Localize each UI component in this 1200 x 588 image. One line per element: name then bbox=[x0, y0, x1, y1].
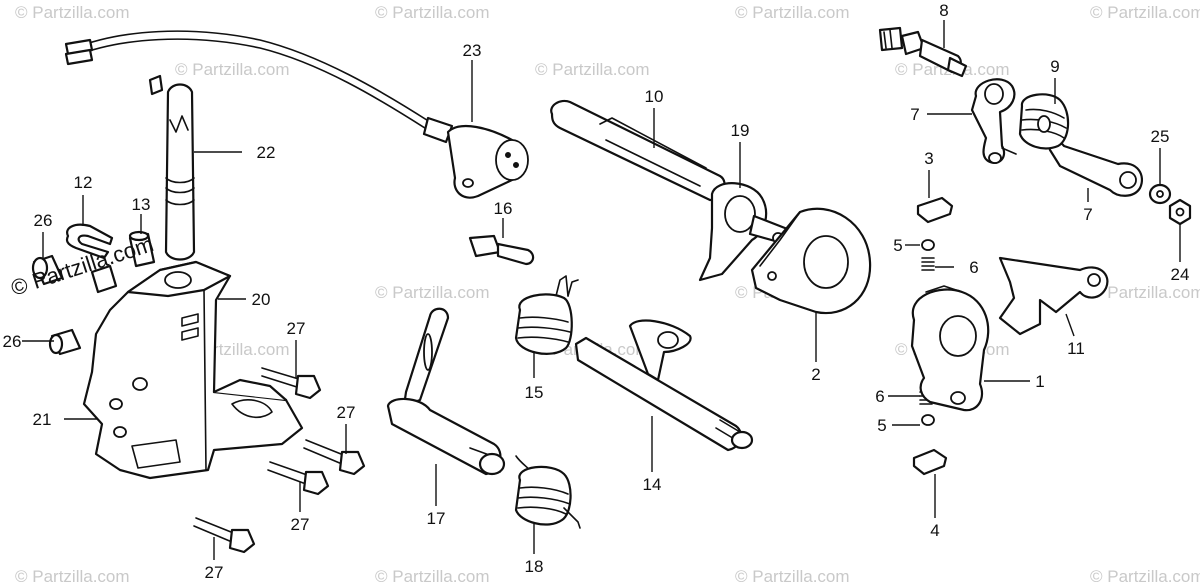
watermark: © Partzilla.com bbox=[735, 3, 850, 22]
callout-9: 9 bbox=[1050, 57, 1059, 76]
callout-18: 18 bbox=[525, 557, 544, 576]
callout-7-lower: 7 bbox=[1083, 205, 1092, 224]
part-16-pin bbox=[468, 234, 535, 266]
callout-27-d: 27 bbox=[205, 563, 224, 582]
callout-5-lower: 5 bbox=[877, 416, 886, 435]
callout-19: 19 bbox=[731, 121, 750, 140]
watermark: © Partzilla.com bbox=[535, 60, 650, 79]
part-1-stopper-plate bbox=[910, 285, 990, 412]
callout-23: 23 bbox=[463, 41, 482, 60]
callout-17: 17 bbox=[427, 509, 446, 528]
callout-3: 3 bbox=[924, 149, 933, 168]
callout-22: 22 bbox=[257, 143, 276, 162]
callout-5-upper: 5 bbox=[893, 236, 902, 255]
callout-10: 10 bbox=[645, 87, 664, 106]
callout-6-upper: 6 bbox=[969, 258, 978, 277]
watermark: © Partzilla.com bbox=[735, 567, 850, 586]
part-5-pin-upper bbox=[921, 239, 935, 251]
watermark: © Partzilla.com bbox=[375, 567, 490, 586]
part-27-bolt-d bbox=[193, 517, 256, 554]
part-6-spring-upper bbox=[921, 257, 935, 271]
part-26-dowel-upper bbox=[31, 254, 64, 286]
part-dowel-small bbox=[90, 264, 118, 294]
part-10-shaft bbox=[550, 99, 726, 202]
part-3-pad bbox=[916, 196, 954, 224]
leader-lines bbox=[22, 20, 1181, 560]
watermark: © Partzilla.com bbox=[15, 567, 130, 586]
callout-27-b: 27 bbox=[337, 403, 356, 422]
callout-2: 2 bbox=[811, 365, 820, 384]
callout-1: 1 bbox=[1035, 372, 1044, 391]
watermark: © Partzilla.com bbox=[1090, 283, 1200, 302]
callout-27-c: 27 bbox=[291, 515, 310, 534]
part-27-bolt-a bbox=[261, 367, 322, 400]
callout-4: 4 bbox=[930, 521, 939, 540]
part-17-lever bbox=[386, 307, 506, 476]
part-27-bolt-c bbox=[267, 461, 330, 496]
part-11-guide-plate bbox=[998, 256, 1109, 336]
callout-16: 16 bbox=[494, 199, 513, 218]
part-13-dowel bbox=[128, 230, 156, 268]
watermark: © Partzilla.com bbox=[1090, 3, 1200, 22]
callout-6-lower: 6 bbox=[875, 387, 884, 406]
watermark: © Partzilla.com bbox=[375, 283, 490, 302]
callout-14: 14 bbox=[643, 475, 662, 494]
part-25-washer bbox=[1148, 183, 1172, 205]
part-8-stud-bolt bbox=[878, 26, 968, 78]
callout-25: 25 bbox=[1151, 127, 1170, 146]
callout-labels: 23 22 12 13 26 26 21 20 27 27 27 27 10 1… bbox=[3, 1, 1190, 582]
callout-11: 11 bbox=[1067, 339, 1085, 358]
callout-15: 15 bbox=[525, 383, 544, 402]
callout-26-lower: 26 bbox=[3, 332, 22, 351]
part-20-21-housing bbox=[82, 260, 304, 480]
part-5-pin-lower bbox=[921, 414, 935, 426]
callout-13: 13 bbox=[132, 195, 151, 214]
part-15-spring bbox=[514, 275, 579, 355]
callout-8: 8 bbox=[939, 1, 948, 20]
watermark: © Partzilla.com bbox=[375, 3, 490, 22]
part-24-nut bbox=[1168, 198, 1192, 226]
part-12-clip bbox=[65, 223, 114, 260]
callout-12: 12 bbox=[74, 173, 93, 192]
callout-21: 21 bbox=[33, 410, 52, 429]
part-26-dowel-lower bbox=[48, 328, 82, 356]
part-7-arm-upper bbox=[970, 78, 1017, 164]
watermark: © Partzilla.com bbox=[175, 60, 290, 79]
part-9-spring bbox=[1018, 93, 1070, 150]
watermark: © Partzilla.com bbox=[1090, 567, 1200, 586]
callout-27-a: 27 bbox=[287, 319, 306, 338]
part-23-switch-with-wire bbox=[64, 30, 529, 199]
part-7-arm-lower bbox=[1048, 140, 1144, 197]
callout-20: 20 bbox=[252, 290, 271, 309]
part-27-bolt-b bbox=[303, 439, 366, 476]
callout-7-upper: 7 bbox=[910, 105, 919, 124]
callout-26-upper: 26 bbox=[34, 211, 53, 230]
part-2-drum-cam bbox=[750, 207, 872, 315]
callout-24: 24 bbox=[1171, 265, 1190, 284]
part-18-spring bbox=[514, 455, 581, 529]
watermark: © Partzilla.com bbox=[15, 3, 130, 22]
part-4-pad bbox=[912, 448, 948, 476]
part-22-pin bbox=[148, 74, 196, 261]
part-14-shift-shaft bbox=[574, 319, 754, 452]
